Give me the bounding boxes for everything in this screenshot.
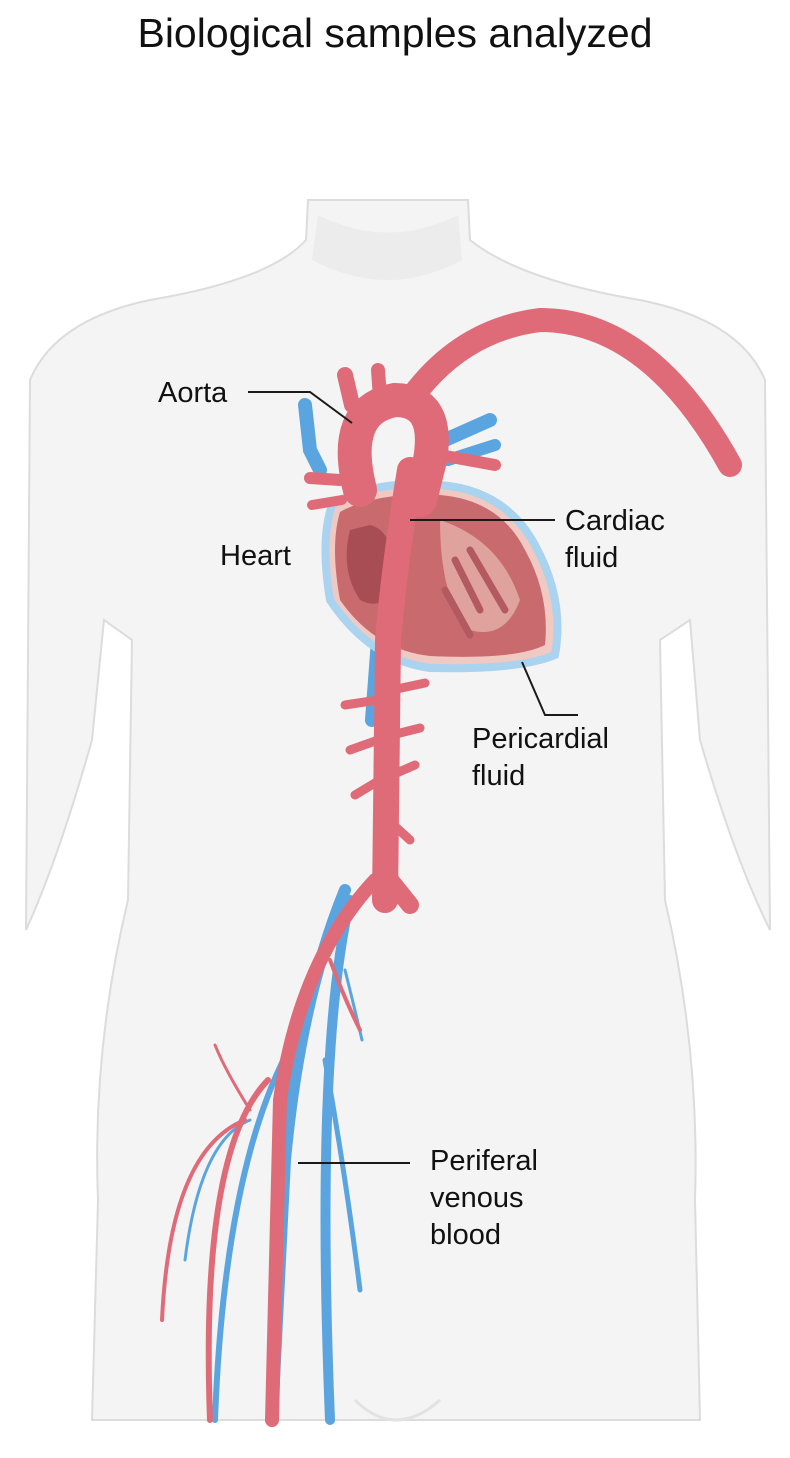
iliac-artery-right (381, 871, 419, 914)
artery-branch-far-left (160, 1118, 247, 1322)
groin-shadow (353, 1398, 441, 1422)
aorta-branch-right (434, 449, 501, 471)
figure-title: Biological samples analyzed (137, 10, 653, 56)
artery-branch-upper (213, 1043, 252, 1112)
upper-vein-right (438, 413, 497, 447)
deep-vein (322, 1057, 363, 1293)
iliac-vein-left (266, 884, 351, 1426)
label-heart: Heart (220, 540, 291, 572)
label-aorta: Aorta (158, 377, 228, 409)
aortic-arch (337, 382, 449, 517)
vein-branch-pelvis (343, 968, 364, 1042)
femoral-artery-branch (205, 1077, 271, 1423)
label-pericardial-fluid-line1: Pericardial (472, 723, 609, 755)
label-venous-blood-line2: venous (430, 1182, 524, 1214)
descending-aorta (372, 457, 423, 913)
aorta-branch-left (304, 472, 346, 486)
label-venous-blood-line3: blood (430, 1219, 501, 1251)
label-cardiac-fluid-line2: fluid (565, 542, 618, 574)
artery-to-arm (398, 307, 742, 477)
label-pericardial-fluid-line2: fluid (472, 760, 525, 792)
label-cardiac-fluid-line1: Cardiac (565, 505, 665, 537)
upper-vein-left (298, 398, 327, 477)
intercostal-branches (340, 678, 430, 845)
neck-shadow (312, 215, 462, 280)
arteries (160, 307, 742, 1427)
iliac-artery-left (265, 873, 382, 1427)
aorta-branch-left-2 (307, 495, 347, 510)
iliac-vein-right (320, 895, 355, 1425)
label-venous-blood-line1: Periferal (430, 1145, 538, 1177)
heart-muscle-fibers (441, 546, 509, 639)
aorta-leader-line (248, 391, 353, 424)
aorta-top-branch (337, 367, 360, 413)
artery-branch-pelvis (328, 958, 362, 1032)
aorta-top-branch-2 (371, 363, 387, 405)
pericardial-fluid-leader-line (521, 661, 578, 716)
